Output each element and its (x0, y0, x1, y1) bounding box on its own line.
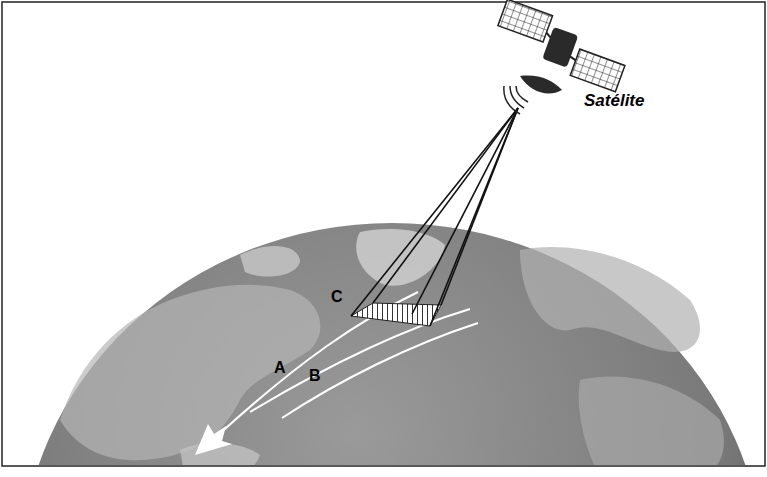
observed-area (351, 303, 441, 326)
island (240, 246, 300, 276)
track-line (282, 323, 478, 418)
sensor-beams (351, 108, 518, 326)
track-label: B (309, 368, 321, 384)
africa (579, 376, 724, 465)
track-arrowhead (195, 424, 232, 455)
north-america (60, 285, 320, 461)
track-label: A (274, 360, 286, 376)
globe (20, 223, 764, 465)
track-line (250, 309, 470, 412)
satellite-label: Satélite (584, 92, 644, 109)
europe (520, 247, 700, 352)
point-label: C (331, 289, 343, 305)
